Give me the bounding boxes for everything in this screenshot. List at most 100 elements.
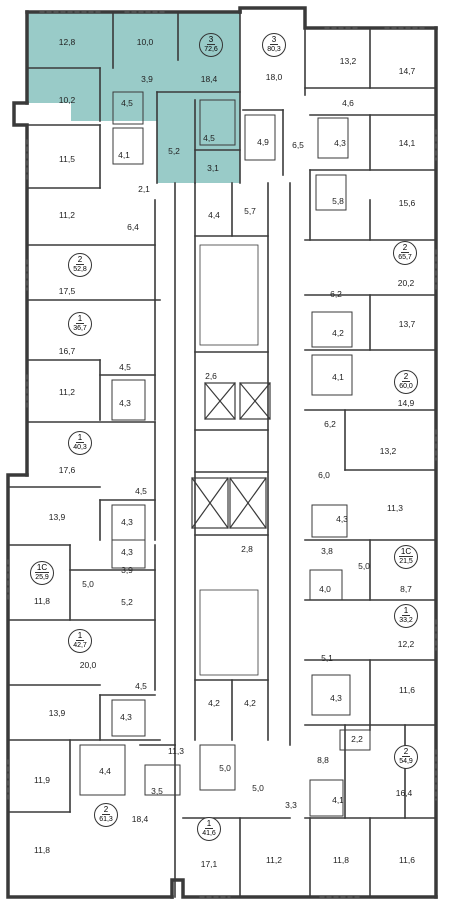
room-area-label: 8,7: [400, 583, 412, 594]
room-area-label: 3,1: [207, 162, 219, 173]
room-area-label: 16,4: [395, 787, 413, 798]
room-area-label: 6,4: [127, 221, 139, 232]
room-area-label: 4,3: [334, 137, 346, 148]
room-area-label: 11,6: [399, 684, 415, 695]
room-area-label: 11,2: [59, 209, 75, 220]
apartment-area: 42,7: [73, 642, 87, 649]
apartment-type: 2: [400, 243, 410, 253]
room-area-label: 13,2: [339, 55, 357, 66]
room-area-label: 5,8: [332, 195, 344, 206]
room-area-label: 6,2: [330, 288, 342, 299]
apartment-area: 61,3: [99, 816, 113, 823]
apartment-type: 2: [401, 372, 411, 382]
room-area-label: 4,2: [244, 697, 256, 708]
room-area-label: 2,2: [351, 733, 363, 744]
room-area-label: 6,5: [292, 139, 304, 150]
room-area-label: 4,5: [135, 680, 147, 691]
room-area-label: 5,0: [82, 578, 94, 589]
room-area-label: 4,5: [203, 132, 215, 143]
room-area-label: 2,8: [241, 543, 253, 554]
room-area-label: 4,6: [342, 97, 354, 108]
interior-walls: [7, 11, 437, 898]
room-area-label: 5,0: [358, 560, 370, 571]
room-area-label: 13,9: [48, 707, 66, 718]
room-area-label: 3,8: [321, 545, 333, 556]
apartment-area: 60,0: [399, 383, 413, 390]
room-area-label: 10,0: [136, 36, 154, 47]
room-area-label: 18,0: [265, 71, 283, 82]
room-area-label: 2,1: [138, 183, 150, 194]
room-area-label: 6,2: [324, 418, 336, 429]
room-area-label: 14,7: [398, 65, 416, 76]
apartment-area: 36,7: [73, 325, 87, 332]
apartment-area: 72,6: [204, 46, 218, 53]
room-area-label: 14,1: [398, 137, 416, 148]
room-area-label: 5,2: [168, 145, 180, 156]
apartment-type: 2: [401, 747, 411, 757]
room-area-label: 13,7: [398, 318, 416, 329]
room-area-label: 10,2: [58, 94, 76, 105]
room-area-label: 2,6: [205, 370, 217, 381]
room-area-label: 4,3: [119, 397, 131, 408]
room-area-label: 4,3: [330, 692, 342, 703]
room-area-label: 11,3: [387, 502, 403, 513]
room-area-label: 18,4: [200, 73, 218, 84]
room-area-label: 4,5: [119, 361, 131, 372]
room-area-label: 11,9: [34, 774, 50, 785]
room-area-label: 18,4: [131, 813, 149, 824]
room-area-label: 12,2: [397, 638, 415, 649]
room-area-label: 3,9: [141, 73, 153, 84]
apartment-area: 21,5: [399, 558, 413, 565]
room-area-label: 3,9: [121, 564, 133, 575]
apartment-area: 54,9: [399, 758, 413, 765]
stairwells: [199, 244, 259, 676]
room-area-label: 11,8: [34, 844, 50, 855]
room-area-label: 4,9: [257, 136, 269, 147]
apartment-area: 33,2: [399, 617, 413, 624]
room-area-label: 4,5: [121, 97, 133, 108]
apartment-area: 80,3: [267, 46, 281, 53]
apartment-type: 3: [269, 35, 279, 45]
room-area-label: 4,1: [332, 794, 344, 805]
room-area-label: 16,7: [58, 345, 76, 356]
room-area-label: 4,0: [319, 583, 331, 594]
room-area-label: 11,8: [333, 854, 349, 865]
room-area-label: 11,2: [266, 854, 282, 865]
room-area-label: 4,2: [208, 697, 220, 708]
elevators: [191, 382, 271, 529]
apartment-area: 40,3: [73, 444, 87, 451]
apartment-type: 2: [75, 255, 85, 265]
room-area-label: 5,2: [121, 596, 133, 607]
apartment-area: 65,7: [398, 254, 412, 261]
apartment-area: 52,8: [73, 266, 87, 273]
room-area-label: 11,5: [59, 153, 75, 164]
room-area-label: 5,1: [321, 652, 333, 663]
room-area-label: 15,6: [398, 197, 416, 208]
room-area-label: 11,2: [59, 386, 75, 397]
room-area-label: 5,0: [219, 762, 231, 773]
highlighted-apartment-area[interactable]: [27, 12, 240, 183]
apartment-type: 3: [206, 35, 216, 45]
room-area-label: 4,3: [120, 711, 132, 722]
apartment-type: 1: [401, 606, 411, 616]
room-area-label: 4,1: [118, 149, 130, 160]
room-area-label: 20,0: [79, 659, 97, 670]
room-area-label: 4,1: [332, 371, 344, 382]
room-area-label: 3,5: [151, 785, 163, 796]
room-area-label: 17,1: [200, 858, 218, 869]
